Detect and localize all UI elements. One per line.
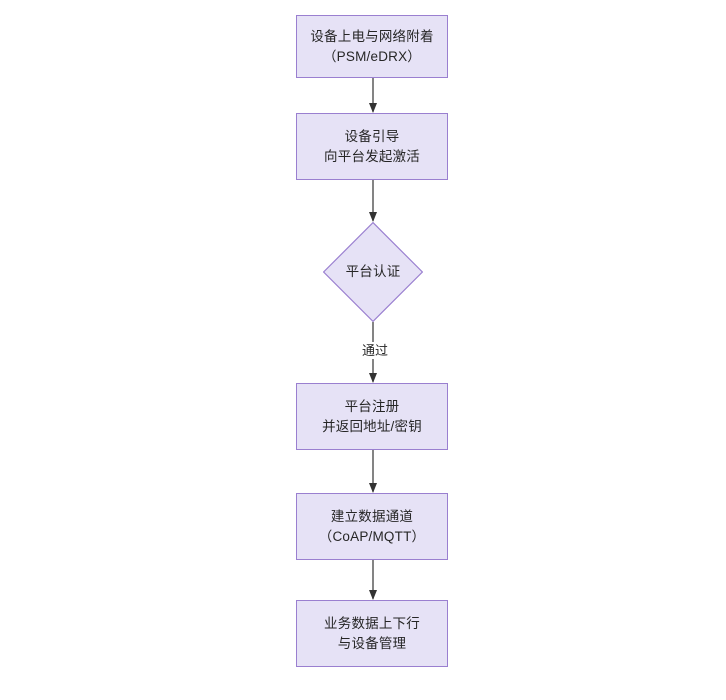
flow-node-label-line: 设备引导	[344, 128, 400, 144]
flow-node-label: 建立数据通道 （CoAP/MQTT）	[319, 507, 425, 547]
flow-node-label-line: 平台注册	[344, 398, 400, 414]
flow-node-label-line: 平台认证	[345, 264, 401, 279]
flow-node-label-line: 向平台发起激活	[324, 148, 420, 164]
flow-node-business-data[interactable]: 业务数据上下行 与设备管理	[296, 600, 448, 667]
flow-node-label-line: 与设备管理	[337, 635, 407, 651]
flow-node-label: 业务数据上下行 与设备管理	[324, 614, 420, 654]
flow-node-label: 平台认证	[346, 262, 401, 282]
flow-node-platform-registration[interactable]: 平台注册 并返回地址/密钥	[296, 383, 448, 450]
flow-node-platform-auth-decision[interactable]: 平台认证	[323, 222, 423, 322]
flow-node-device-power-on[interactable]: 设备上电与网络附着 （PSM/eDRX）	[296, 15, 448, 78]
flow-node-label-line: 并返回地址/密钥	[322, 418, 422, 434]
diamond-icon	[323, 222, 423, 322]
flow-node-data-channel[interactable]: 建立数据通道 （CoAP/MQTT）	[296, 493, 448, 560]
flow-node-label-line: 业务数据上下行	[324, 615, 420, 631]
flow-node-label: 平台注册 并返回地址/密钥	[322, 397, 422, 437]
flow-node-label-line: （PSM/eDRX）	[322, 48, 422, 64]
flow-node-label-line: 建立数据通道	[330, 508, 414, 524]
flow-node-label: 设备上电与网络附着 （PSM/eDRX）	[310, 27, 433, 67]
flow-node-device-bootstrap[interactable]: 设备引导 向平台发起激活	[296, 113, 448, 180]
flow-node-label: 设备引导 向平台发起激活	[324, 127, 420, 167]
flow-node-label-line: 设备上电与网络附着	[310, 28, 434, 44]
flow-node-label-line: （CoAP/MQTT）	[318, 528, 426, 544]
edge-label-pass: 通过	[355, 342, 395, 359]
